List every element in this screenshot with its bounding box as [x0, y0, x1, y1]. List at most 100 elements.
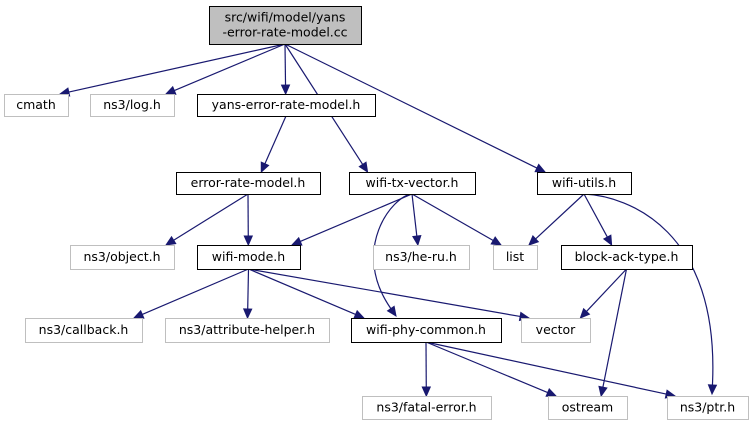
edge-txv-to-mode [290, 193, 413, 246]
edge-mode-to-attr-line [247, 268, 250, 310]
node-vector: vector [521, 318, 591, 343]
edge-mode-to-callback [132, 268, 249, 319]
edge-root-to-yans-arrowhead [280, 84, 291, 96]
node-fatal-label: ns3/fatal-error.h [376, 400, 476, 415]
edge-bat-to-vector-arrowhead [579, 307, 591, 319]
edge-mode-to-vector [248, 268, 531, 322]
node-utils[interactable]: wifi-utils.h [537, 172, 632, 195]
edge-phy-to-ptr-line [425, 341, 667, 395]
node-erm-label: error-rate-model.h [191, 175, 306, 190]
edge-utils-to-list-line [535, 193, 585, 240]
edge-root-to-log-line [174, 43, 286, 92]
edge-root-to-log-arrowhead [164, 85, 177, 95]
node-fatal: ns3/fatal-error.h [362, 396, 492, 420]
node-ptr: ns3/ptr.h [667, 396, 749, 420]
edge-bat-to-ostream-line [602, 268, 628, 388]
edge-txv-to-phy-arrowhead [386, 305, 397, 318]
node-phy-box [351, 318, 502, 343]
node-yans-label: yans-error-rate-model.h [212, 97, 361, 112]
node-txv[interactable]: wifi-tx-vector.h [349, 172, 476, 195]
edge-mode-to-attr-arrowhead [242, 308, 253, 320]
node-phy[interactable]: wifi-phy-common.h [351, 318, 502, 343]
node-root-label: src/wifi/model/yans [225, 10, 346, 25]
edge-bat-to-ostream-arrowhead [598, 385, 608, 398]
edge-erm-to-object-arrowhead [164, 235, 177, 246]
node-heru-box [373, 245, 470, 270]
node-txv-box [349, 172, 476, 195]
node-ostream: ostream [548, 396, 628, 420]
edge-txv-to-phy-line [373, 193, 413, 309]
edge-mode-to-callback-arrowhead [132, 309, 145, 319]
node-vector-box [521, 318, 591, 343]
edge-utils-to-bat-line [583, 193, 608, 238]
edge-utils-to-ptr-line [583, 193, 714, 386]
node-yans[interactable]: yans-error-rate-model.h [197, 94, 376, 117]
edge-yans-to-erm [260, 115, 287, 174]
node-txv-label: wifi-tx-vector.h [366, 175, 459, 190]
node-phy-label: wifi-phy-common.h [366, 322, 486, 337]
edge-erm-to-mode [243, 193, 254, 247]
edge-utils-to-bat [583, 193, 613, 247]
edge-root-to-txv-arrowhead [358, 161, 369, 174]
node-ptr-box [667, 396, 749, 420]
edge-erm-to-object [164, 193, 249, 246]
node-erm-box [176, 172, 321, 195]
node-attr-label: ns3/attribute-helper.h [179, 322, 315, 337]
edge-mode-to-callback-line [142, 268, 249, 316]
node-attr-box [165, 318, 330, 343]
edge-phy-to-ostream-line [425, 341, 548, 394]
edge-root-to-yans [280, 43, 291, 96]
edge-txv-to-mode-line [300, 193, 413, 243]
node-erm[interactable]: error-rate-model.h [176, 172, 321, 195]
node-cmath-label: cmath [16, 97, 56, 112]
edge-mode-to-phy-arrowhead [353, 309, 366, 319]
node-utils-box [537, 172, 632, 195]
edge-bat-to-vector [579, 268, 627, 319]
edge-root-to-utils-arrowhead [534, 163, 547, 173]
edge-utils-to-bat-arrowhead [602, 234, 613, 247]
node-fatal-box [362, 396, 492, 420]
node-list-label: list [506, 249, 524, 264]
edge-txv-to-heru [411, 193, 422, 247]
edge-utils-to-ptr [583, 193, 718, 396]
node-heru-label: ns3/he-ru.h [385, 249, 457, 264]
edge-txv-to-list-arrowhead [490, 236, 503, 246]
node-bat[interactable]: block-ack-type.h [561, 245, 693, 270]
node-root-label: -error-rate-model.cc [222, 25, 347, 40]
node-cmath-box [4, 94, 69, 117]
node-vector-label: vector [536, 322, 577, 337]
edge-txv-to-mode-arrowhead [290, 236, 303, 246]
node-bat-label: block-ack-type.h [575, 249, 679, 264]
node-log: ns3/log.h [90, 94, 175, 117]
edge-yans-to-erm-arrowhead [260, 161, 270, 174]
edge-bat-to-vector-line [586, 268, 627, 312]
node-object-box [70, 245, 175, 270]
node-ostream-label: ostream [562, 400, 613, 415]
node-mode-label: wifi-mode.h [212, 249, 285, 264]
nodes-layer: src/wifi/model/yans-error-rate-model.cc c… [4, 6, 749, 420]
node-root[interactable]: src/wifi/model/yans-error-rate-model.cc [209, 6, 362, 45]
edge-mode-to-vector-line [248, 268, 521, 318]
node-callback-label: ns3/callback.h [39, 322, 129, 337]
edge-erm-to-object-line [173, 193, 249, 241]
node-mode[interactable]: wifi-mode.h [197, 245, 301, 270]
edge-utils-to-list-arrowhead [528, 235, 540, 246]
node-object: ns3/object.h [70, 245, 175, 270]
node-attr: ns3/attribute-helper.h [165, 318, 330, 343]
edge-txv-to-heru-arrowhead [412, 235, 422, 247]
edge-root-to-utils-line [284, 43, 538, 169]
edge-phy-to-ostream-arrowhead [545, 387, 558, 397]
edge-txv-to-list [411, 193, 503, 246]
edge-phy-to-fatal-arrowhead [421, 386, 432, 398]
node-callback: ns3/callback.h [25, 318, 143, 343]
edge-txv-to-phy [373, 193, 413, 318]
node-list-box [493, 245, 538, 270]
edge-txv-to-list-line [411, 193, 494, 242]
edge-txv-to-heru-line [411, 193, 418, 237]
edge-mode-to-phy-line [248, 268, 356, 316]
edge-root-to-log [164, 43, 286, 95]
edge-phy-to-fatal [421, 341, 432, 398]
node-callback-box [25, 318, 143, 343]
node-yans-box [197, 94, 376, 117]
